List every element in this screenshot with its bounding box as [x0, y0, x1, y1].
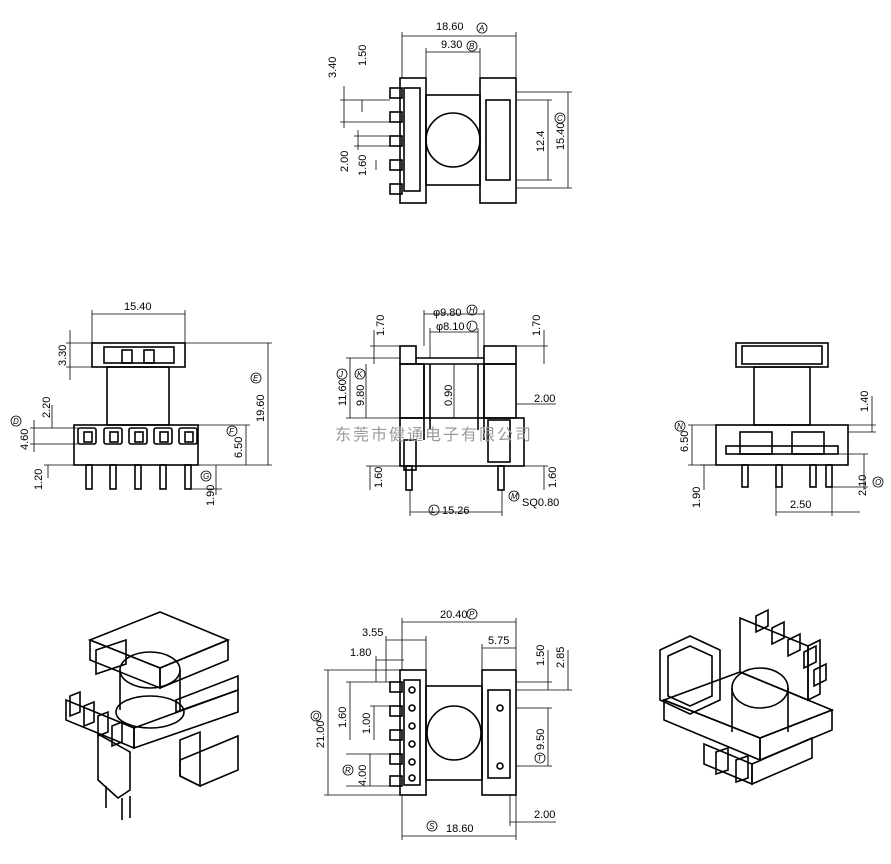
bottom-tag-s: S: [429, 822, 435, 831]
side-view: 1.40 6.50 1.90 2.10 2.50 N O: [674, 342, 884, 516]
bottom-tag-q: Q: [313, 712, 319, 721]
front-dim-base: 1.20: [33, 469, 45, 490]
bottom-dim-top-a: 1.50: [535, 645, 547, 666]
section-tag-j: J: [338, 370, 344, 379]
bottom-dim-rail-width: 3.55: [362, 627, 383, 639]
front-dim-gap: 2.20: [41, 397, 53, 418]
top-dim-pitch-b: 1.50: [357, 45, 369, 66]
section-tag-l: L: [431, 506, 435, 515]
top-tag-b: B: [469, 42, 475, 51]
section-tag-k: K: [357, 370, 363, 379]
bottom-dim-pin-offset: 1.80: [350, 647, 371, 659]
bottom-dim-top-b: 2.85: [555, 647, 567, 668]
bottom-tag-t: T: [537, 754, 543, 763]
bottom-tag-r: R: [345, 766, 351, 775]
company-watermark: 东莞市健通电子有限公司: [335, 425, 533, 444]
front-tag-d: D: [13, 417, 19, 426]
bottom-dim-pitch-c: 4.00: [357, 765, 369, 786]
bottom-dim-hole-span: 9.50: [535, 729, 547, 750]
front-tag-f: F: [229, 427, 235, 436]
section-tag-m: M: [511, 492, 518, 501]
section-dim-window-inner: 9.80: [355, 385, 367, 406]
side-dim-step: 1.40: [859, 391, 871, 412]
section-dim-pin-right: 1.60: [547, 467, 559, 488]
front-view: 15.40 3.30 2.20 4.60 1.20 19.60 6.50 1.9…: [10, 301, 272, 506]
side-tag-n: N: [677, 422, 683, 431]
front-dim-height: 19.60: [255, 394, 267, 422]
side-dim-pin-pitch: 2.50: [790, 499, 811, 511]
section-dim-window-outer: 11.60: [337, 379, 349, 406]
side-dim-rail: 6.50: [679, 431, 691, 452]
bottom-dim-width: 20.40: [440, 609, 468, 621]
side-dim-pin-inner: 2.10: [857, 475, 869, 496]
front-dim-flange: 3.30: [57, 345, 69, 366]
top-dim-pitch-c: 2.00: [339, 151, 351, 172]
top-dim-pitch-a: 3.40: [327, 57, 339, 78]
bottom-dim-base-width: 18.60: [446, 823, 474, 835]
section-dim-wall: 0.90: [443, 385, 455, 406]
section-dim-pin-span: 15.26: [442, 505, 470, 517]
bottom-view: 20.40 3.55 5.75 1.80 1.50 2.85 21.00 1.6…: [310, 608, 572, 840]
front-dim-slot: 4.60: [19, 429, 31, 450]
section-dim-step: 2.00: [534, 393, 555, 405]
isometric-view-left: [65, 611, 239, 820]
top-view: 18.60 9.30 3.40 1.50 2.00 1.60 12.4 15.4…: [327, 21, 572, 204]
top-dim-width: 18.60: [436, 21, 464, 33]
section-tag-i: I: [469, 322, 472, 331]
isometric-view-right: [659, 608, 835, 786]
top-tag-c: C: [557, 114, 563, 123]
front-dim-width: 15.40: [124, 301, 152, 313]
section-dim-outer-dia: φ9.80: [433, 307, 462, 319]
bottom-dim-pitch-b: 1.00: [361, 713, 373, 734]
bottom-dim-pitch-a: 1.60: [337, 707, 349, 728]
side-tag-o: O: [875, 478, 881, 487]
top-dim-half: 9.30: [441, 39, 462, 51]
front-tag-e: E: [253, 374, 259, 383]
top-dim-inner: 12.4: [535, 131, 547, 152]
section-dim-inner-dia: φ8.10: [436, 321, 465, 333]
front-dim-rail: 6.50: [233, 437, 245, 458]
section-dim-top-right: 1.70: [531, 315, 543, 336]
section-tag-h: H: [469, 306, 475, 315]
top-dim-outer: 15.40: [555, 122, 567, 150]
front-dim-pin: 1.90: [205, 485, 217, 506]
section-dim-pin-left: 1.60: [373, 467, 385, 488]
bottom-dim-step: 2.00: [534, 809, 555, 821]
bottom-tag-p: P: [469, 610, 475, 619]
top-tag-a: A: [478, 24, 484, 33]
section-view: φ9.80 φ8.10 1.70 1.70 11.60 9.80 0.90 2.…: [336, 304, 559, 517]
front-tag-g: G: [203, 472, 209, 481]
bottom-dim-height: 21.00: [315, 720, 327, 748]
bottom-dim-flange: 5.75: [488, 635, 509, 647]
section-dim-top-left: 1.70: [375, 315, 387, 336]
section-dim-pin-size: SQ0.80: [522, 497, 559, 509]
top-dim-pitch-d: 1.60: [357, 155, 369, 176]
side-dim-pin: 1.90: [691, 487, 703, 508]
